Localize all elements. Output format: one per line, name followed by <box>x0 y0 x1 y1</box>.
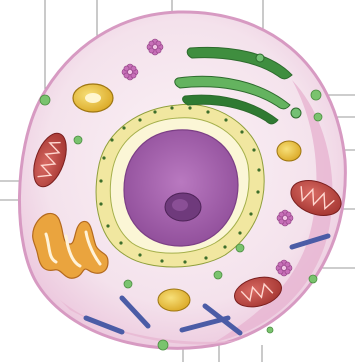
vesicle-icon <box>291 108 301 118</box>
vesicle-icon <box>309 275 317 283</box>
lysosome-icon <box>158 289 190 311</box>
vesicle-icon <box>314 113 322 121</box>
vesicle-icon <box>40 95 50 105</box>
vesicle-icon <box>158 340 168 350</box>
vesicle-icon <box>311 90 321 100</box>
vesicle-icon <box>124 280 132 288</box>
lysosome-icon <box>277 141 301 161</box>
lysosome-icon <box>73 84 113 112</box>
vesicle-icon <box>236 244 244 252</box>
nucleus-icon <box>124 130 238 246</box>
vesicle-icon <box>214 271 222 279</box>
vesicle-icon <box>256 54 264 62</box>
vesicle-icon <box>74 136 82 144</box>
vesicle-icon <box>267 327 273 333</box>
